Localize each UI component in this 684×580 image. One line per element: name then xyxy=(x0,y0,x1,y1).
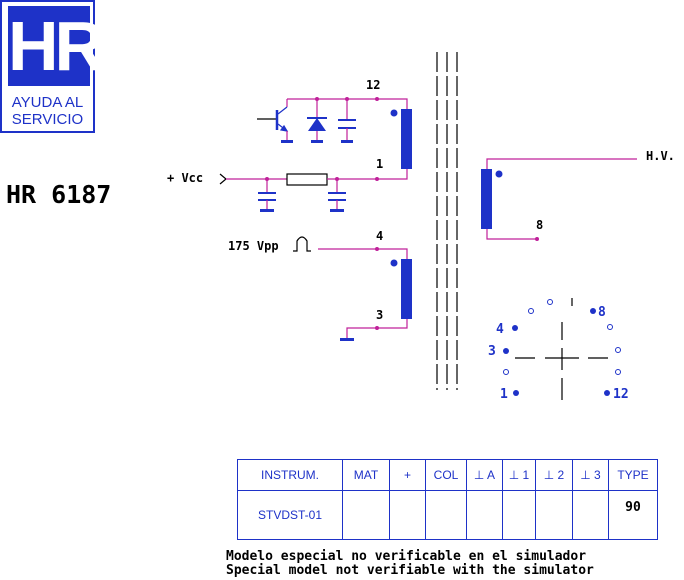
vcc-label: + Vcc xyxy=(167,171,203,185)
hv-winding xyxy=(481,158,637,241)
pinout-label-1: 1 xyxy=(500,387,508,402)
hr-logo: HR AYUDA AL SERVICIO xyxy=(0,0,105,133)
spec-data-row: STVDST-01 90 xyxy=(237,490,658,540)
vpp-label: 175 Vpp xyxy=(228,239,279,253)
logo-mark: HR xyxy=(8,6,105,86)
spec-table: INSTRUM. MAT + COL ⊥ A ⊥ 1 ⊥ 2 ⊥ 3 TYPE … xyxy=(237,459,658,540)
junction-dots-top xyxy=(315,97,379,101)
note-english: Special model not verifiable with the si… xyxy=(226,563,594,578)
pinout-label-3: 3 xyxy=(488,344,496,359)
logo-caption-line2: SERVICIO xyxy=(11,111,84,128)
pin-label-12: 12 xyxy=(366,78,380,92)
spec-header-row: INSTRUM. MAT + COL ⊥ A ⊥ 1 ⊥ 2 ⊥ 3 TYPE xyxy=(237,459,658,491)
hv-label: H.V. xyxy=(646,149,675,163)
pulse-input-icon xyxy=(293,236,311,252)
cell-a xyxy=(466,490,503,540)
pin-label-3: 3 xyxy=(376,308,383,322)
logo-caption: AYUDA AL SERVICIO xyxy=(2,94,93,128)
cell-3 xyxy=(572,490,609,540)
transformer-core xyxy=(436,52,458,390)
pinout-label-12: 12 xyxy=(613,387,629,402)
pinout-crosshair xyxy=(515,298,608,400)
cell-instrum: STVDST-01 xyxy=(237,490,343,540)
model-number: HR 6187 xyxy=(6,180,112,209)
capacitor-icon xyxy=(338,119,356,143)
pin-label-8: 8 xyxy=(536,218,543,232)
cell-1 xyxy=(502,490,536,540)
vcc-input-icon xyxy=(219,173,227,185)
header-3: ⊥ 3 xyxy=(572,459,609,491)
drive-winding xyxy=(318,247,412,341)
cell-mat xyxy=(342,490,390,540)
pinout-dots xyxy=(503,299,621,396)
header-instrum: INSTRUM. xyxy=(237,459,343,491)
cell-type: 90 xyxy=(608,490,658,540)
cell-col xyxy=(425,490,467,540)
cell-plus xyxy=(389,490,426,540)
header-plus: + xyxy=(389,459,426,491)
vcc-filter xyxy=(226,173,379,212)
diode-icon xyxy=(307,117,327,143)
cell-2 xyxy=(535,490,573,540)
logo-caption-line1: AYUDA AL xyxy=(11,94,84,111)
header-type: TYPE xyxy=(608,459,658,491)
note-spanish: Modelo especial no verificable en el sim… xyxy=(226,549,587,564)
header-mat: MAT xyxy=(342,459,390,491)
pin-label-4: 4 xyxy=(376,229,383,243)
damper-circuit xyxy=(286,99,348,119)
pinout-label-4: 4 xyxy=(496,322,504,337)
primary-winding xyxy=(287,98,412,180)
pinout-label-8: 8 xyxy=(598,305,606,320)
pin-label-1: 1 xyxy=(376,157,383,171)
header-col: COL xyxy=(425,459,467,491)
header-a: ⊥ A xyxy=(466,459,503,491)
transistor-icon xyxy=(257,106,293,143)
header-1: ⊥ 1 xyxy=(502,459,536,491)
header-2: ⊥ 2 xyxy=(535,459,573,491)
